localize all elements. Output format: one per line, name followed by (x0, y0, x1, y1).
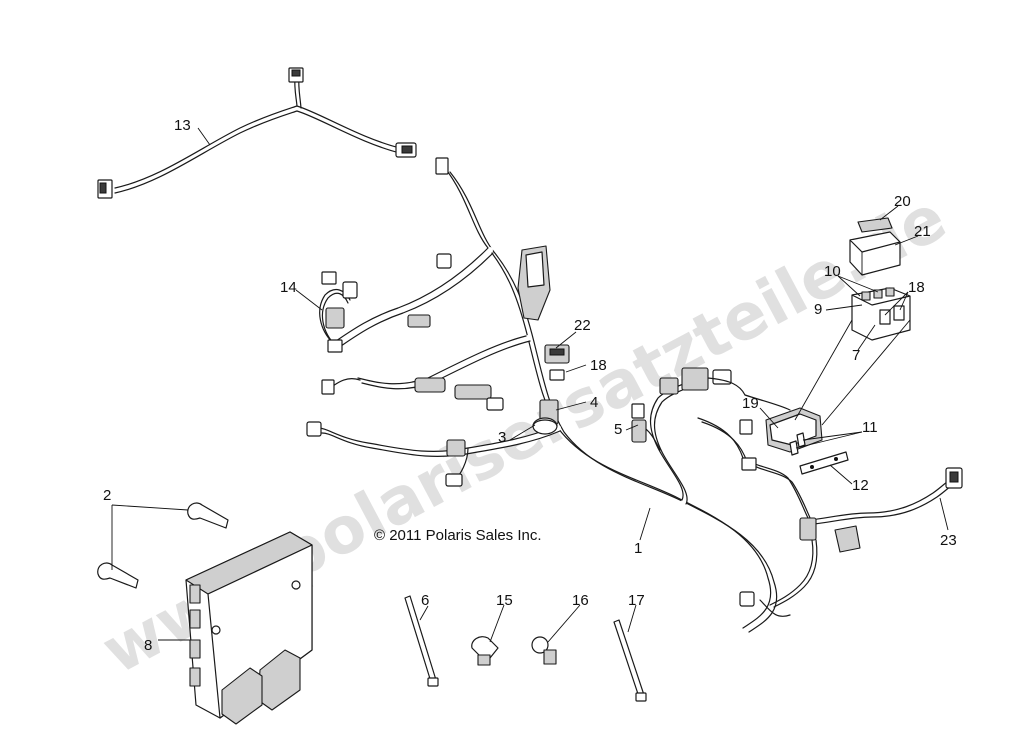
callout-labels: 13 14 22 18 4 3 5 1 19 20 21 10 18 9 7 1… (103, 117, 957, 654)
leader-lines (158, 127, 949, 643)
callout-label: 5 (614, 421, 622, 438)
callout-label: 13 (174, 117, 191, 134)
callout-label: 15 (496, 592, 513, 609)
fuse-relay-parts (789, 217, 911, 475)
callout-label: 23 (940, 532, 957, 549)
copyright-notice: © 2011 Polaris Sales Inc. (374, 527, 542, 544)
callout-label: 9 (814, 301, 822, 318)
callout-label: 3 (498, 429, 506, 446)
callout-label: 10 (824, 263, 841, 280)
callout-label: 12 (852, 477, 869, 494)
callout-label: 20 (894, 193, 911, 210)
callout-label: 21 (914, 223, 931, 240)
callout-label: 8 (144, 637, 152, 654)
callout-label: 16 (572, 592, 589, 609)
main-harness-1 (306, 157, 963, 633)
callout-label: 17 (628, 592, 645, 609)
callout-label: 22 (574, 317, 591, 334)
callout-label: 2 (103, 487, 111, 504)
callout-label: 6 (421, 592, 429, 609)
callout-label: 11 (862, 419, 878, 436)
callout-label: 18 (908, 279, 925, 296)
sub-harness-13 (97, 67, 417, 199)
ecu-module-8 (185, 531, 313, 725)
push-rivets-2 (97, 502, 229, 589)
callout-label: 14 (280, 279, 297, 296)
callout-label: 4 (590, 394, 598, 411)
callout-label: 1 (634, 540, 642, 557)
loose-parts (404, 595, 647, 702)
callout-label: 19 (742, 395, 759, 412)
callout-label: 18 (590, 357, 607, 374)
callout-label: 7 (852, 347, 860, 364)
